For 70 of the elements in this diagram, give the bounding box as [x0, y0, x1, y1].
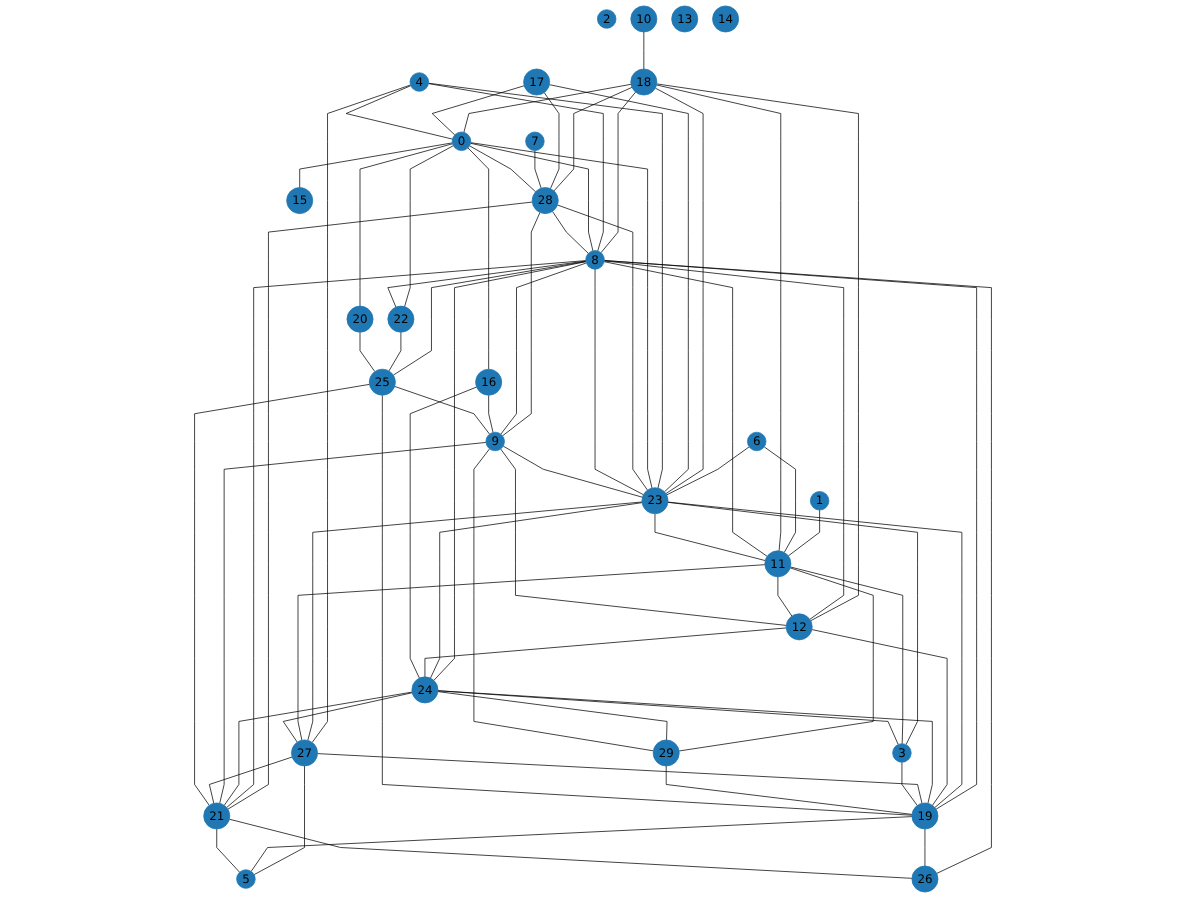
connector: [463, 83, 632, 133]
connector: [502, 212, 541, 437]
connector: [667, 501, 918, 745]
connector: [282, 692, 413, 743]
connector: [392, 261, 587, 376]
connector: [223, 691, 413, 806]
connector: [470, 142, 594, 252]
connector: [359, 143, 453, 307]
connector: [654, 513, 766, 561]
connector: [307, 501, 643, 741]
connector: [600, 91, 636, 254]
connector: [488, 394, 494, 433]
connector: [250, 816, 913, 872]
connector: [227, 201, 533, 810]
connector: [430, 502, 643, 679]
connector: [209, 756, 293, 804]
connector: [428, 82, 663, 489]
connector: [500, 262, 587, 435]
connector: [381, 394, 913, 816]
connector: [194, 384, 370, 806]
connector: [678, 567, 874, 752]
connector: [467, 147, 490, 370]
connector: [502, 445, 643, 498]
connector: [431, 85, 525, 136]
connector: [299, 142, 453, 188]
connector: [317, 753, 923, 804]
connector: [603, 260, 845, 620]
connector: [790, 566, 904, 744]
connector: [534, 150, 542, 189]
connector: [433, 261, 587, 681]
connector: [901, 761, 918, 806]
connector: [388, 331, 402, 372]
connector: [763, 446, 796, 553]
connector: [656, 83, 859, 622]
connector: [777, 576, 793, 617]
connector: [409, 386, 477, 679]
connector: [226, 260, 587, 808]
connector: [437, 690, 899, 745]
connector: [424, 627, 787, 678]
connector: [428, 83, 604, 252]
connector: [655, 87, 704, 494]
connector: [216, 828, 240, 873]
connector: [297, 564, 766, 741]
connector: [404, 145, 454, 307]
connector: [387, 260, 587, 308]
connector: [470, 142, 653, 489]
connector: [469, 145, 536, 193]
connector: [229, 818, 913, 879]
connector: [219, 442, 487, 804]
connector: [552, 211, 589, 254]
connector: [787, 509, 820, 557]
connector: [473, 448, 654, 752]
connector: [811, 629, 948, 806]
connector: [253, 765, 305, 875]
connector: [656, 84, 782, 552]
connector: [437, 690, 933, 804]
connector: [437, 691, 668, 741]
connector: [553, 87, 633, 192]
connector: [549, 84, 689, 493]
connector: [359, 331, 376, 372]
connector: [667, 501, 963, 808]
connector: [394, 386, 490, 435]
connector: [557, 204, 648, 491]
connector: [594, 268, 644, 496]
connector: [665, 765, 913, 815]
connector: [543, 92, 560, 189]
connector: [311, 84, 411, 743]
connector: [500, 448, 787, 626]
connector: [666, 446, 750, 496]
connector: [345, 85, 453, 140]
